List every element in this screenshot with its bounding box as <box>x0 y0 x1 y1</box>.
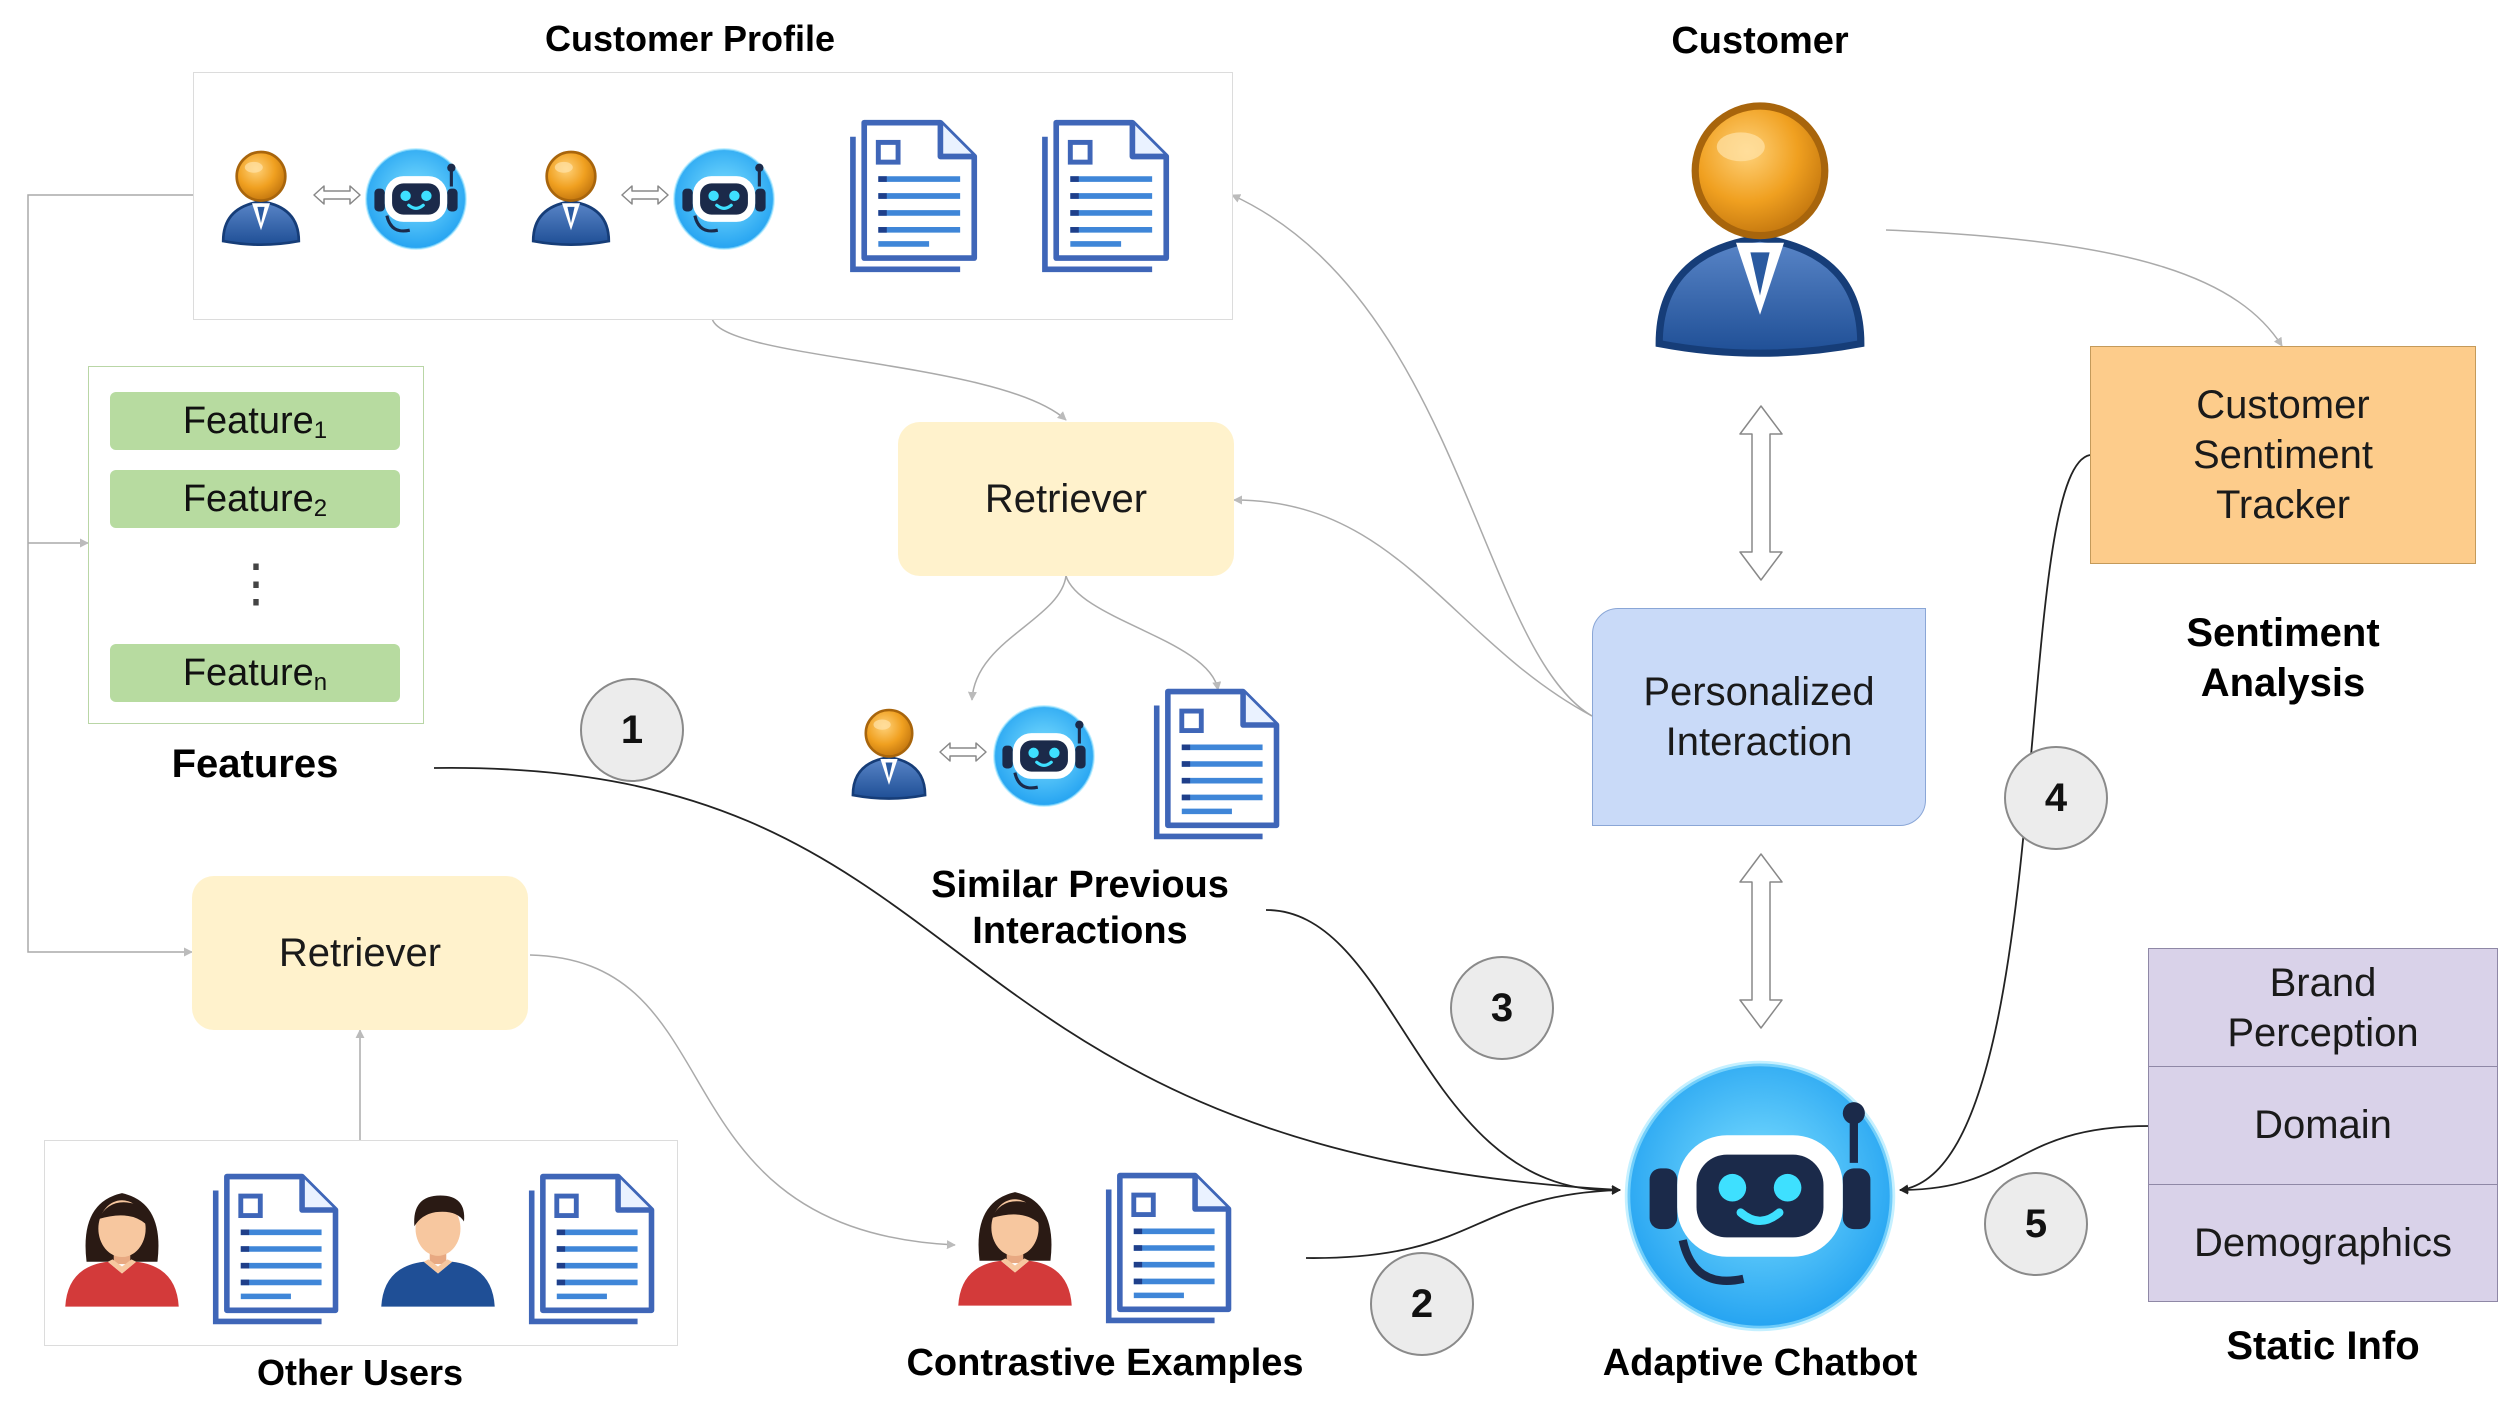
document-icon <box>1036 117 1178 275</box>
other-users-panel <box>44 1140 678 1346</box>
chatbot-icon <box>364 147 468 251</box>
customer-user-icon <box>1640 82 1880 370</box>
static-info-brand-perception: Brand Perception <box>2149 949 2497 1067</box>
user-icon <box>216 147 306 247</box>
customer-title: Customer <box>1671 20 1849 62</box>
user-icon <box>846 704 932 802</box>
vertical-bidirectional-arrow <box>1739 405 1783 581</box>
document-icon <box>1100 1170 1240 1326</box>
woman-icon <box>57 1179 187 1309</box>
man-icon <box>373 1179 503 1309</box>
step-1-badge: 1 <box>580 678 684 782</box>
static-info-title: Static Info <box>2226 1324 2420 1368</box>
step-4-badge: 4 <box>2004 746 2108 850</box>
similar-previous-interactions-title: Similar Previous Interactions <box>931 864 1229 952</box>
step-3-badge: 3 <box>1450 956 1554 1060</box>
woman-icon <box>950 1178 1080 1308</box>
customer-profile-title: Customer Profile <box>544 18 836 59</box>
adaptive-chatbot-title: Adaptive Chatbot <box>1602 1342 1918 1384</box>
retriever-top: Retriever <box>898 422 1234 576</box>
features-title: Features <box>171 742 339 786</box>
user-icon <box>526 147 616 247</box>
features-ellipsis: ⋮ <box>230 555 282 613</box>
adaptive-chatbot-icon <box>1622 1058 1898 1334</box>
customer-profile-panel <box>193 72 1233 320</box>
static-info-demographics: Demographics <box>2194 1220 2452 1265</box>
personalized-interaction-box: Personalized Interaction <box>1592 608 1926 826</box>
chatbot-icon <box>672 147 776 251</box>
static-info-panel: Brand Perception Domain Demographics <box>2148 948 2498 1302</box>
bidirectional-arrow-icon <box>938 740 988 764</box>
document-icon <box>1148 686 1288 842</box>
step-5-badge: 5 <box>1984 1172 2088 1276</box>
chatbot-icon <box>992 704 1096 808</box>
document-icon <box>523 1171 663 1327</box>
step-2-badge: 2 <box>1370 1252 1474 1356</box>
sentiment-analysis-title: Sentiment Analysis <box>2186 611 2380 705</box>
vertical-bidirectional-arrow <box>1739 853 1783 1029</box>
bidirectional-arrow-icon <box>312 183 362 207</box>
customer-sentiment-tracker-box: Customer Sentiment Tracker <box>2090 346 2476 564</box>
contrastive-examples-title: Contrastive Examples <box>906 1342 1304 1384</box>
document-icon <box>207 1171 347 1327</box>
retriever-left: Retriever <box>192 876 528 1030</box>
document-icon <box>844 117 986 275</box>
other-users-title: Other Users <box>256 1352 464 1393</box>
static-info-domain: Domain <box>2149 1067 2497 1185</box>
bidirectional-arrow-icon <box>620 183 670 207</box>
